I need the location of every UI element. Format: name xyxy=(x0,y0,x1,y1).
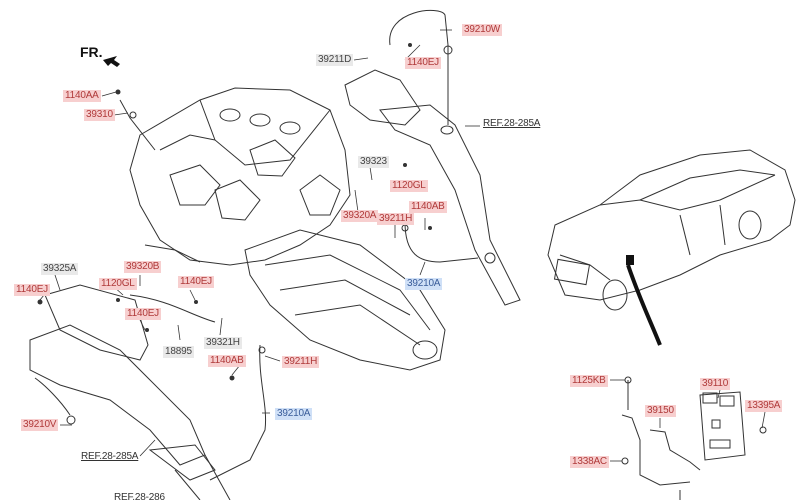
part-label-39211H-low[interactable]: 39211H xyxy=(282,356,320,368)
part-label-39323[interactable]: 39323 xyxy=(358,156,389,168)
right-exhaust-manifold xyxy=(344,69,521,306)
part-label-1140EJ-low[interactable]: 1140EJ xyxy=(125,308,161,320)
left-exhaust-manifold xyxy=(29,284,231,500)
part-label-39211D[interactable]: 39211D xyxy=(316,54,354,66)
part-label-1140EJ-left[interactable]: 1140EJ xyxy=(14,284,50,296)
sensor-harnesses xyxy=(34,9,479,481)
part-label-39210W[interactable]: 39210W xyxy=(462,24,503,36)
reference-link-top[interactable]: REF.28-285A xyxy=(483,118,541,129)
front-direction-label: FR. xyxy=(80,44,103,60)
leader-lines xyxy=(39,29,766,462)
part-label-39321H[interactable]: 39321H xyxy=(204,337,242,349)
front-direction-arrow-icon xyxy=(103,56,120,67)
part-label-1140AB-low[interactable]: 1140AB xyxy=(208,355,246,367)
reference-link-bottom[interactable]: REF.28-286 xyxy=(114,492,165,500)
part-label-39310[interactable]: 39310 xyxy=(84,109,115,121)
part-label-1125KB[interactable]: 1125KB xyxy=(570,375,608,387)
part-label-13395A[interactable]: 13395A xyxy=(745,400,783,412)
part-label-39110[interactable]: 39110 xyxy=(700,378,731,390)
part-label-1120GL-right[interactable]: 1120GL xyxy=(390,180,428,192)
part-label-39150[interactable]: 39150 xyxy=(645,405,676,417)
part-label-39210A-top[interactable]: 39210A xyxy=(405,278,443,290)
engine-block xyxy=(129,87,351,266)
part-label-39320B[interactable]: 39320B xyxy=(124,261,162,273)
part-label-39211H-top[interactable]: 39211H xyxy=(377,213,415,225)
part-label-1140EJ-top[interactable]: 1140EJ xyxy=(405,57,441,69)
part-label-39320A[interactable]: 39320A xyxy=(341,210,379,222)
part-label-1140AA[interactable]: 1140AA xyxy=(63,90,101,102)
ecu-assembly xyxy=(621,376,767,500)
part-label-18895[interactable]: 18895 xyxy=(163,346,194,358)
vehicle-illustration xyxy=(547,149,796,346)
reference-link-left[interactable]: REF.28-285A xyxy=(81,451,139,462)
part-label-1140EJ-mid[interactable]: 1140EJ xyxy=(178,276,214,288)
transmission xyxy=(244,229,446,371)
part-label-39210A-low[interactable]: 39210A xyxy=(275,408,313,420)
part-label-1338AC[interactable]: 1338AC xyxy=(570,456,609,468)
part-label-1120GL-left[interactable]: 1120GL xyxy=(99,278,137,290)
part-label-39325A[interactable]: 39325A xyxy=(41,263,79,275)
part-label-1140AB-top[interactable]: 1140AB xyxy=(409,201,447,213)
part-label-39210V[interactable]: 39210V xyxy=(21,419,59,431)
bolts xyxy=(37,43,432,381)
